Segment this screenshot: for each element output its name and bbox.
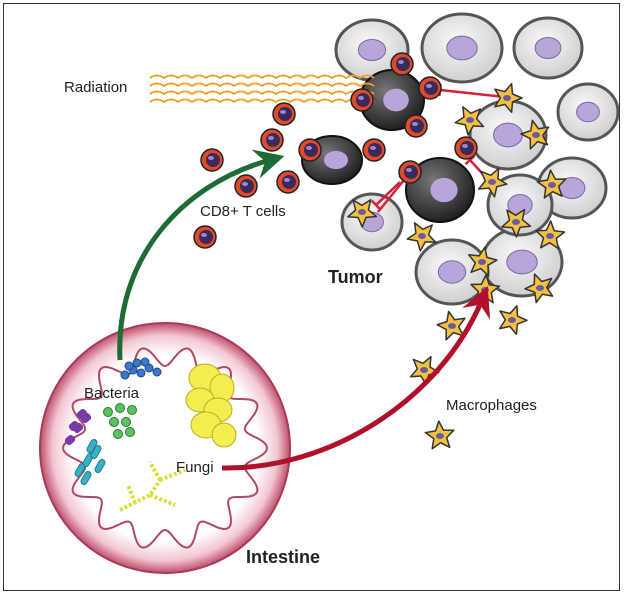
label-bacteria: Bacteria <box>84 385 140 402</box>
cyan-bacterium <box>94 459 106 473</box>
tumor-cell <box>486 173 554 237</box>
green-bacterium <box>115 403 125 413</box>
nucleus <box>534 37 562 59</box>
label-macrophages: Macrophages <box>446 397 537 414</box>
purple-bacterium <box>64 434 76 446</box>
cyan-bacterium <box>86 439 98 453</box>
cd8-t-cell <box>404 114 428 138</box>
green-bacterium <box>127 405 137 415</box>
macrophage <box>436 310 466 341</box>
macrophage <box>535 220 566 250</box>
cd8-t-cell <box>234 174 258 198</box>
green-arrow <box>117 149 285 361</box>
nucleus <box>430 177 458 203</box>
cd8-t-cell <box>276 170 300 194</box>
cd8-t-cell <box>193 225 217 249</box>
label-fungi: Fungi <box>176 459 214 476</box>
fungal-hyphae <box>119 461 186 512</box>
nucleus <box>383 88 409 112</box>
cd8-t-cell <box>362 138 386 162</box>
label-radiation: Radiation <box>64 79 127 96</box>
cd8-t-cell <box>272 102 296 126</box>
cd8-t-cell <box>260 128 284 152</box>
macrophage <box>347 199 378 228</box>
tumor-cell <box>468 99 548 171</box>
cd8-t-cell <box>350 88 374 112</box>
cd8-t-cell <box>398 160 422 184</box>
cd8-t-cell <box>454 136 478 160</box>
blue-bacterium <box>132 358 142 368</box>
nucleus <box>446 35 478 61</box>
nucleus <box>324 150 348 170</box>
label-intestine: Intestine <box>246 547 320 567</box>
green-bacterium <box>109 417 119 427</box>
green-bacterium <box>121 417 131 427</box>
figure-frame <box>3 3 620 591</box>
tumor-cell <box>334 18 410 82</box>
green-bacterium <box>103 407 113 417</box>
macrophage <box>501 208 532 238</box>
dark-tumor-cell <box>405 157 475 223</box>
macrophage <box>494 82 523 114</box>
radiation-waves <box>149 74 375 104</box>
tumor-cells <box>301 12 620 306</box>
tumor-cell <box>420 12 504 84</box>
radiation-wave <box>149 74 375 80</box>
macrophage <box>536 169 567 199</box>
red-arrow <box>221 286 491 471</box>
macrophage <box>468 246 498 277</box>
blue-bacterium <box>152 367 162 377</box>
microbes <box>64 357 237 512</box>
macrophage <box>520 119 550 150</box>
macrophage <box>498 305 528 336</box>
t-cells <box>193 52 478 249</box>
nucleus <box>506 249 538 275</box>
label-tumor: Tumor <box>328 267 383 287</box>
blue-bacterium <box>136 368 146 378</box>
macrophages <box>347 82 567 450</box>
macrophage <box>477 167 508 198</box>
macrophage <box>524 273 554 304</box>
macrophage <box>424 420 455 450</box>
radiation-wave <box>149 82 375 88</box>
green-bacterium <box>113 429 123 439</box>
cd8-t-cell <box>298 138 322 162</box>
radiation-wave <box>149 98 375 104</box>
nucleus <box>357 39 387 61</box>
cd8-t-cell <box>390 52 414 76</box>
tumor-cell <box>556 82 620 142</box>
nucleus <box>493 122 523 148</box>
purple-bacterium <box>76 408 88 420</box>
blue-bacterium <box>140 357 150 367</box>
cd8-t-cell <box>200 148 224 172</box>
macrophage <box>406 222 437 252</box>
macrophage <box>454 106 485 136</box>
yellow-fungus-cell <box>211 422 237 448</box>
cd8-t-cell <box>418 76 442 100</box>
inhibition-line <box>370 181 401 211</box>
purple-bacterium <box>68 420 80 432</box>
intestine <box>39 322 291 574</box>
nucleus <box>437 260 467 284</box>
cyan-bacterium <box>80 471 92 485</box>
nucleus <box>576 101 600 123</box>
radiation-wave <box>149 90 375 96</box>
label-cd8-t-cells: CD8+ T cells <box>200 203 286 220</box>
blue-bacterium <box>120 370 130 380</box>
tumor-cell <box>512 16 584 80</box>
dark-tumor-cell <box>359 69 425 131</box>
blue-bacterium <box>124 361 134 371</box>
green-bacterium <box>125 427 135 437</box>
